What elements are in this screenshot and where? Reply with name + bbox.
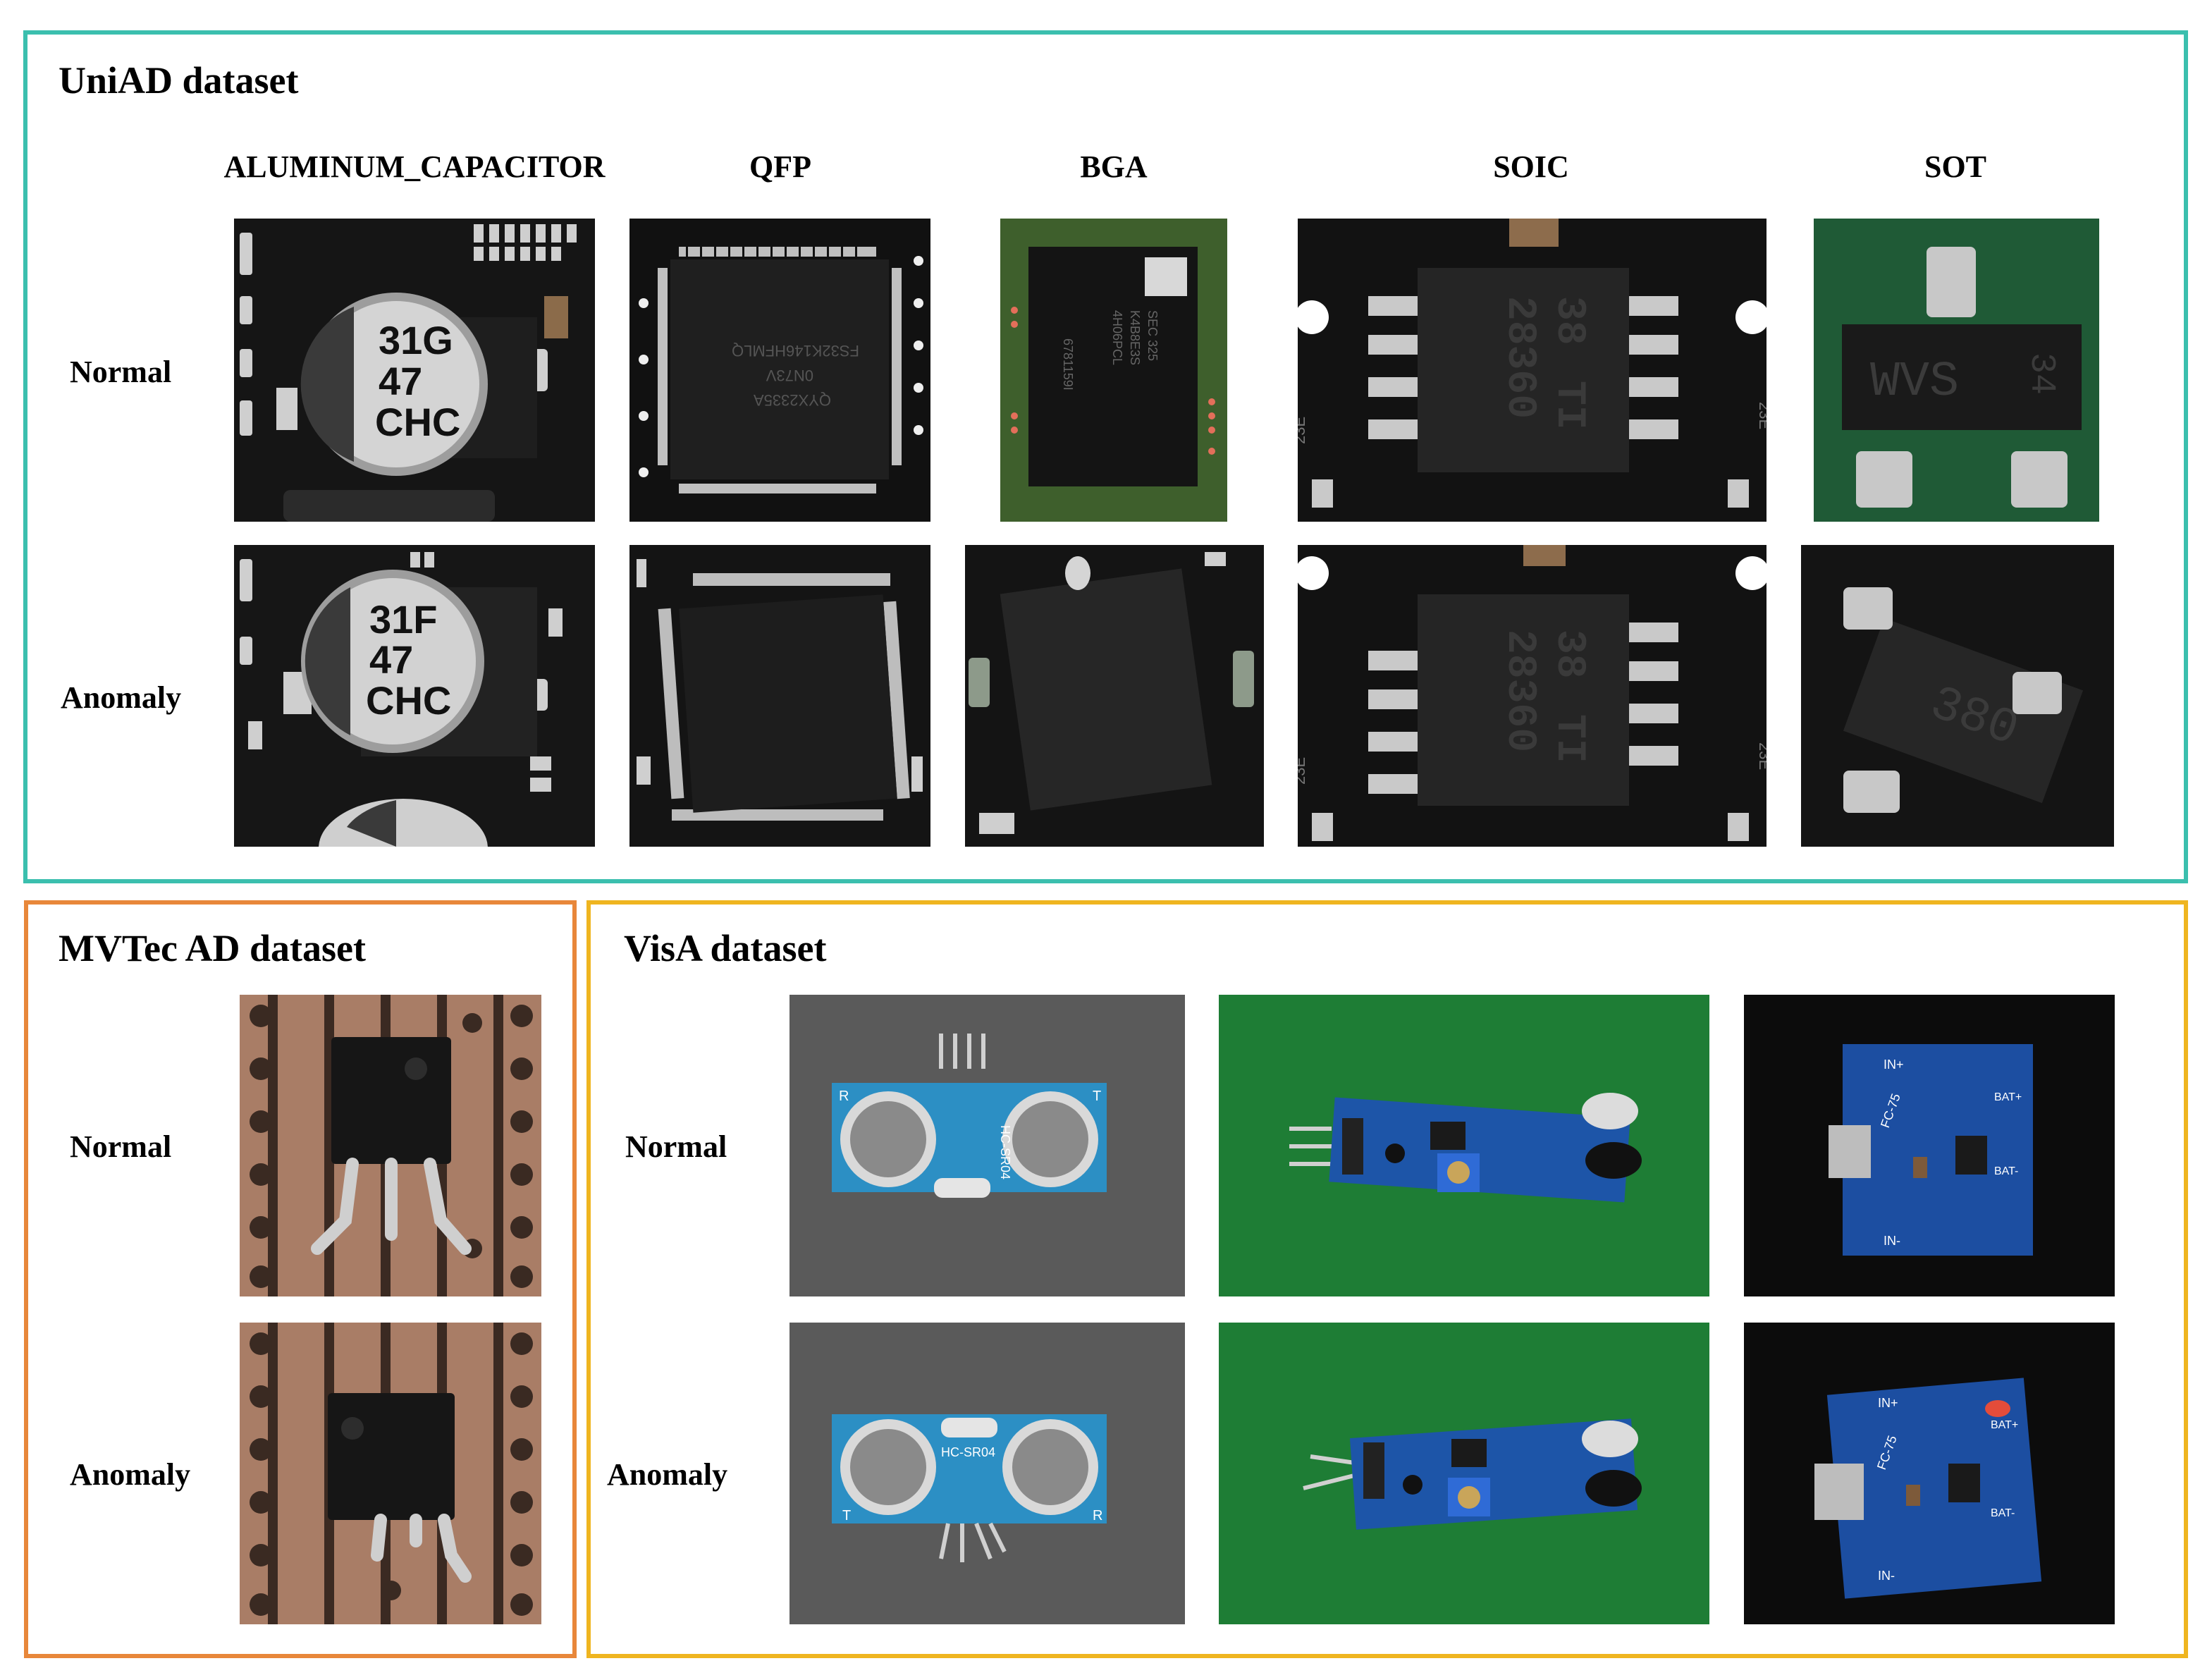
ultrasonic-anomaly-t-label: T	[842, 1508, 851, 1523]
bga-marking-2: SEC 325	[1145, 310, 1160, 361]
visa-row-label-anomaly: Anomaly	[607, 1457, 728, 1492]
ultrasonic-anomaly-r-label: R	[1093, 1508, 1102, 1523]
image-qfp-normal: QYX2335A 0N73V FS32K146HFMLQ	[629, 219, 930, 522]
row-label-anomaly: Anomaly	[61, 680, 182, 715]
capacitor-anomaly-marking-2: 47	[369, 637, 413, 682]
capacitor-normal-marking-1: 31G	[379, 318, 453, 362]
image-mvtec-transistor-normal	[240, 995, 541, 1296]
charger-anomaly-bat-minus: BAT-	[1991, 1507, 2015, 1519]
image-visa-ultrasonic-normal: R T HC-SR04	[789, 995, 1185, 1296]
ultrasonic-anomaly-model-label: HC-SR04	[941, 1445, 995, 1459]
image-sot-anomaly: 380	[1801, 545, 2114, 847]
ultrasonic-normal-t-label: T	[1093, 1089, 1101, 1104]
image-aluminum-capacitor-anomaly: 31F 47 CHC	[234, 545, 595, 847]
image-mvtec-transistor-anomaly	[240, 1323, 541, 1624]
bga-marking-4: 4H06PCL	[1110, 310, 1124, 365]
sot-normal-marking-1: WVS	[1870, 355, 1959, 410]
bga-marking-1: 6781159I	[1061, 338, 1075, 391]
image-visa-ultrasonic-anomaly: T R HC-SR04	[789, 1323, 1185, 1624]
charger-anomaly-bat-plus: BAT+	[1991, 1419, 2018, 1431]
visa-row-label-normal: Normal	[625, 1129, 727, 1164]
soic-normal-marking-1: 38	[1546, 296, 1592, 345]
image-bga-normal: 6781159I SEC 325 K4B8E3S 4H06PCL	[1000, 219, 1227, 522]
image-soic-anomaly: 38 TI 28360 23E 23E	[1298, 545, 1766, 847]
soic-anomaly-side-label-right: 23E	[1756, 742, 1766, 770]
image-qfp-anomaly	[629, 545, 930, 847]
visa-panel	[586, 900, 2188, 1658]
soic-anomaly-marking-2: TI	[1546, 714, 1592, 764]
mvtec-row-label-normal: Normal	[70, 1129, 172, 1164]
charger-normal-in-minus: IN-	[1884, 1234, 1900, 1248]
column-label-bga: BGA	[1080, 149, 1148, 184]
ultrasonic-normal-r-label: R	[839, 1089, 849, 1104]
image-visa-ir-sensor-anomaly	[1219, 1323, 1709, 1624]
charger-anomaly-in-minus: IN-	[1878, 1569, 1895, 1583]
bga-marking-3: K4B8E3S	[1128, 310, 1142, 365]
image-visa-ir-sensor-normal	[1219, 995, 1709, 1296]
image-soic-normal: 38 TI 28360 23E 23E	[1298, 219, 1766, 522]
soic-normal-side-label-left: 23E	[1298, 417, 1308, 444]
soic-anomaly-side-label-left: 23E	[1298, 757, 1308, 785]
charger-normal-in-plus: IN+	[1884, 1057, 1904, 1072]
sot-normal-marking-2: 34	[2021, 352, 2061, 395]
qfp-marking-2: 0N73V	[766, 367, 813, 384]
capacitor-normal-marking-3: CHC	[375, 400, 460, 444]
charger-normal-bat-plus: BAT+	[1994, 1091, 2022, 1103]
ultrasonic-normal-model-label: HC-SR04	[998, 1125, 1012, 1179]
charger-anomaly-in-plus: IN+	[1878, 1396, 1898, 1410]
image-sot-normal: WVS 34	[1814, 219, 2099, 522]
soic-anomaly-marking-1: 38	[1546, 630, 1592, 679]
visa-panel-title: VisA dataset	[624, 927, 827, 969]
soic-normal-marking-3: 28360	[1497, 296, 1542, 419]
uniad-panel	[23, 30, 2188, 883]
soic-normal-side-label-right: 23E	[1756, 402, 1766, 429]
mvtec-panel-title: MVTec AD dataset	[59, 927, 366, 969]
column-label-qfp: QFP	[749, 149, 811, 184]
image-aluminum-capacitor-normal: 31G 47 CHC	[234, 219, 595, 522]
row-label-normal: Normal	[70, 355, 172, 389]
capacitor-anomaly-marking-1: 31F	[369, 597, 438, 642]
mvtec-row-label-anomaly: Anomaly	[70, 1457, 191, 1492]
qfp-marking-1: QYX2335A	[754, 391, 831, 409]
capacitor-anomaly-marking-3: CHC	[366, 678, 451, 723]
soic-anomaly-marking-3: 28360	[1497, 630, 1542, 752]
image-bga-anomaly	[965, 545, 1264, 847]
capacitor-normal-marking-2: 47	[379, 359, 422, 403]
image-visa-charger-normal: IN+ IN- BAT+ BAT- FC-75	[1744, 995, 2115, 1296]
charger-normal-bat-minus: BAT-	[1994, 1165, 2018, 1177]
mvtec-panel	[24, 900, 577, 1658]
uniad-panel-title: UniAD dataset	[59, 59, 299, 102]
column-label-soic: SOIC	[1493, 149, 1569, 184]
column-label-aluminum-capacitor: ALUMINUM_CAPACITOR	[223, 149, 606, 184]
soic-normal-marking-2: TI	[1546, 381, 1592, 430]
qfp-marking-3: FS32K146HFMLQ	[732, 342, 859, 360]
column-label-sot: SOT	[1924, 149, 1987, 184]
image-visa-charger-anomaly: IN+ IN- BAT+ BAT- FC-75	[1744, 1323, 2115, 1624]
